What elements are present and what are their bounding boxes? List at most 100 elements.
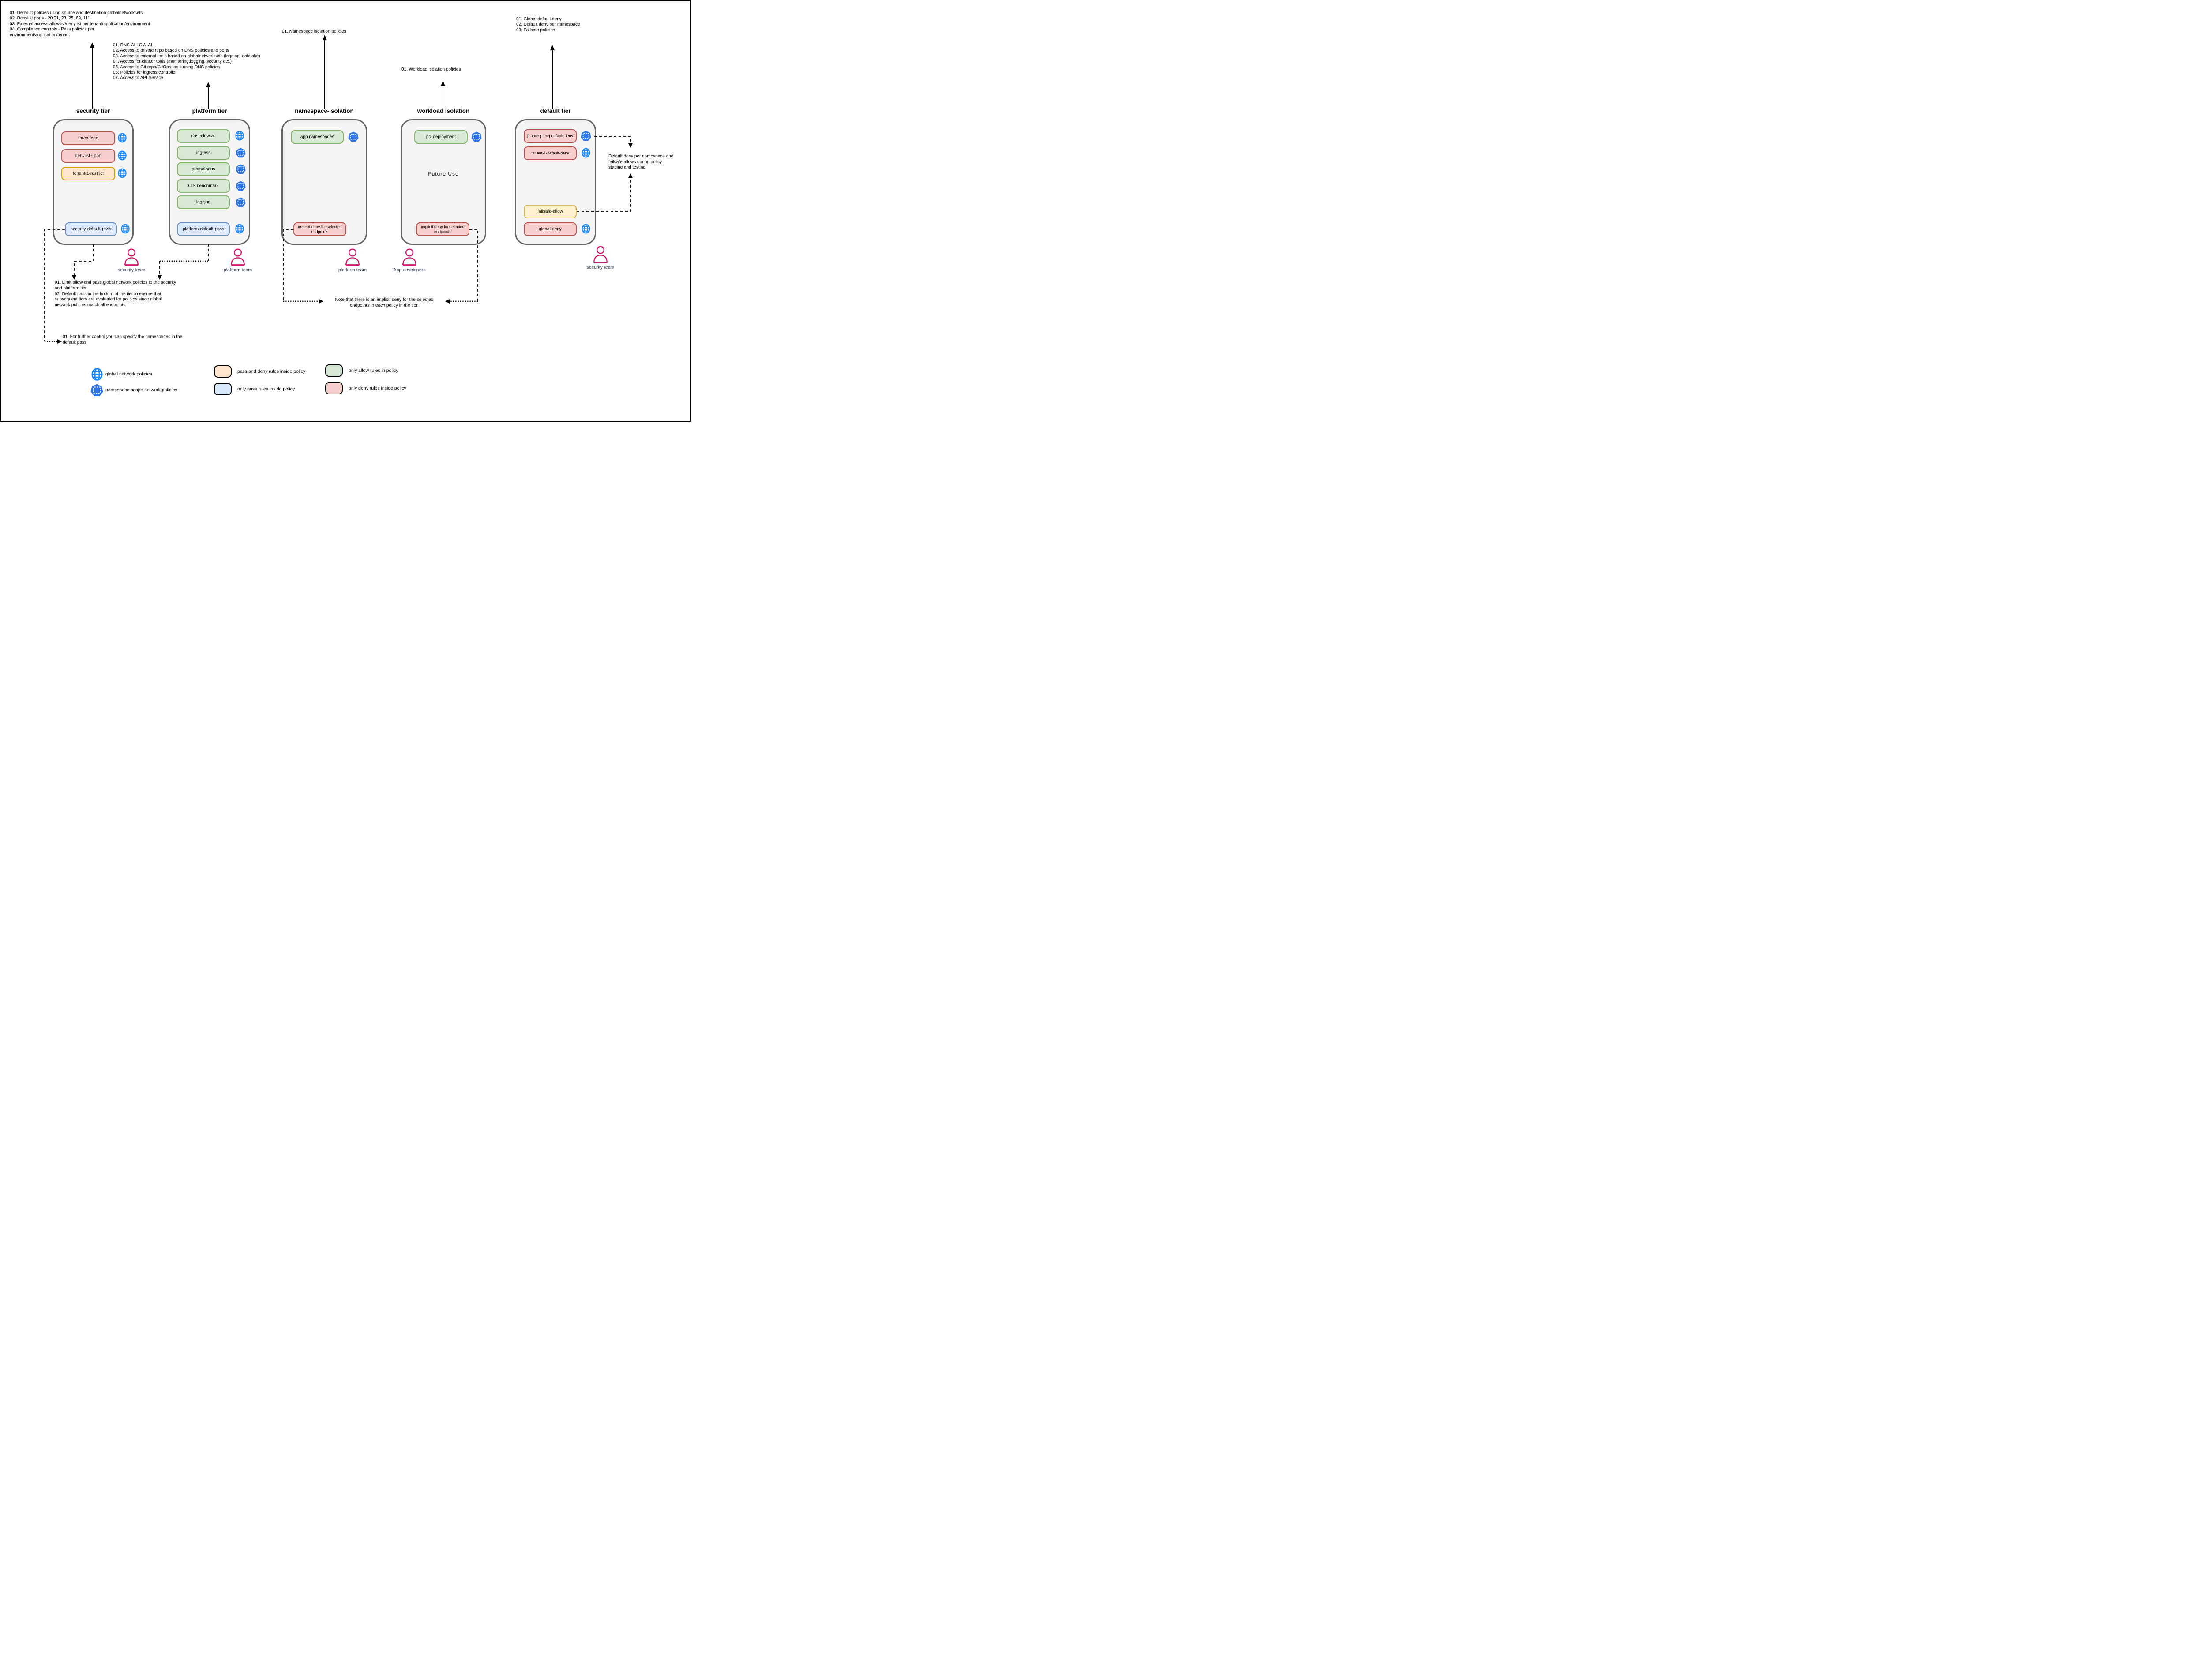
note-line: 01. For further control you can specify … (63, 334, 183, 339)
note-line: 04. Access for cluster tools (monitoring… (113, 59, 232, 64)
globe-icon (91, 368, 103, 381)
legend-swatch-only-pass (214, 383, 232, 395)
person-icon (592, 245, 609, 264)
note-line: 07. Access to API Service (113, 75, 163, 81)
default-tier-notes: 01. Global default deny 02. Default deny… (516, 17, 580, 33)
note-line: 01. Denylist policies using source and d… (10, 11, 143, 15)
connector-security-tier-bottom (74, 244, 94, 275)
policy-tenant-1-restrict: tenant-1-restrict (61, 167, 115, 180)
policy-implicit-deny-workload: implicit deny for selected endpoints (416, 222, 469, 236)
note-line: 01. Workload isolation policies (401, 67, 461, 72)
person-icon (401, 248, 418, 266)
legend-swatch-only-deny (325, 382, 343, 394)
note-line: endpoints in each policy in the tier. (350, 303, 419, 308)
policy-global-deny: global-deny (524, 222, 577, 236)
namespace-isolation-note: 01. Namespace isolation policies (282, 29, 346, 34)
note-line: 02. Access to private repo based on DNS … (113, 48, 229, 53)
default-tier-title: default tier (540, 108, 571, 114)
namespace-icon (236, 197, 246, 207)
legend-pass-and-deny: pass and deny rules inside policy (237, 369, 306, 374)
globe-icon (118, 133, 127, 143)
namespace-isolation-title: namespace-isolation (295, 108, 354, 114)
legend-namespace-scope-policies: namespace scope network policies (105, 387, 177, 393)
policy-denylist-port: denylist - port (61, 149, 115, 163)
security-tier-notes: 01. Denylist policies using source and d… (10, 11, 150, 38)
globe-icon (235, 224, 244, 234)
note-line: Note that there is an implicit deny for … (335, 297, 434, 302)
implicit-deny-note: Note that there is an implicit deny for … (324, 297, 444, 309)
note-line: 04. Compliance controls - Pass policies … (10, 27, 94, 32)
note-line: 06. Policies for ingress controller (113, 70, 177, 75)
legend-only-allow: only allow rules in policy (349, 368, 398, 373)
namespace-icon (348, 131, 359, 142)
policy-implicit-deny-namespace: implicit deny for selected endpoints (293, 222, 346, 236)
legend-only-pass: only pass rules inside policy (237, 386, 295, 392)
policy-app-namespaces: app namespaces (291, 130, 344, 144)
note-line: subsequent tiers are evaluated for polic… (55, 297, 162, 302)
note-line: 03. Access to external tools based on gl… (113, 53, 260, 59)
note-line: 01. Global default deny (516, 17, 562, 22)
note-line: 03. External access allowlist/denylist p… (10, 21, 150, 26)
note-line: failsafe allows during policy (608, 159, 662, 165)
namespace-icon (581, 131, 591, 141)
person-icon (229, 248, 246, 266)
note-line: network policies match all endpoints (55, 303, 126, 308)
platform-tier-title: platform tier (192, 108, 227, 114)
future-use-label: Future Use (428, 171, 459, 177)
note-line: Default deny per namespace and (608, 154, 674, 159)
namespace-icon (236, 181, 246, 191)
team-label-security: security team (117, 267, 146, 273)
policy-platform-default-pass: platform-default-pass (177, 222, 230, 236)
note-line: 02. Default deny per namespace (516, 22, 580, 27)
policy-logging: logging (177, 195, 230, 209)
person-icon (344, 248, 361, 266)
legend-swatch-only-allow (325, 364, 343, 377)
person-icon (123, 248, 140, 266)
note-line: and platform tier (55, 285, 87, 291)
policy-threatfeed: threatfeed (61, 131, 115, 145)
team-label-platform: platform team (223, 267, 252, 273)
workload-isolation-title: workload isolation (417, 108, 470, 114)
tiered-network-policy-diagram: 01. Denylist policies using source and d… (0, 0, 691, 422)
policy-cis-benchmark: CIS benchmark (177, 179, 230, 193)
further-control-note: 01. For further control you can specify … (63, 334, 182, 346)
namespace-icon (236, 164, 246, 174)
policy-dns-allow-all: dns-allow-all (177, 129, 230, 143)
globe-icon (121, 224, 130, 234)
policy-tenant-1-default-deny: tenant-1-default-deny (524, 146, 577, 160)
namespace-icon (236, 148, 246, 158)
limit-pass-notes: 01. Limit allow and pass global network … (55, 280, 176, 308)
note-line: 05. Access to Git repo/GitOps tools usin… (113, 64, 220, 70)
team-label-namespace: platform team (338, 267, 367, 273)
note-line: 02. Denylist ports - 20:21, 23, 25, 69, … (10, 16, 90, 21)
connector-namespace-default-deny (594, 136, 631, 144)
note-line: 02. Default pass in the bottom of the ti… (55, 291, 161, 296)
policy-failsafe-allow: failsafe-allow (524, 205, 577, 218)
note-line: staging and testing (608, 165, 645, 170)
globe-icon (118, 168, 127, 178)
note-line: environment/application/tenant (10, 32, 70, 38)
policy-prometheus: prometheus (177, 162, 230, 176)
namespace-icon (471, 131, 482, 142)
policy-namespace-default-deny: [namespace]-default-deny (524, 129, 577, 143)
policy-security-default-pass: security-default-pass (65, 222, 117, 236)
legend-global-network-policies: global network policies (105, 371, 152, 377)
namespace-icon (90, 384, 103, 397)
note-line: 01. Namespace isolation policies (282, 29, 346, 34)
globe-icon (582, 148, 590, 158)
note-line: 01. Limit allow and pass global network … (55, 280, 176, 285)
team-label-workload: App developers (393, 267, 426, 273)
globe-icon (118, 150, 127, 161)
note-line: default pass (63, 340, 86, 345)
policy-ingress: ingress (177, 146, 230, 160)
globe-icon (582, 224, 590, 234)
security-tier-title: security tier (76, 108, 110, 114)
globe-icon (235, 131, 244, 141)
legend-only-deny: only deny rules inside policy (349, 386, 406, 391)
policy-pci-deployment: pci deployment (414, 130, 468, 144)
team-label-default: security team (586, 265, 615, 270)
legend-swatch-pass-and-deny (214, 365, 232, 378)
staging-testing-note: Default deny per namespace and failsafe … (608, 154, 673, 171)
note-line: 03. Failsafe policies (516, 27, 555, 33)
note-line: 01. DNS-ALLOW-ALL (113, 43, 156, 48)
